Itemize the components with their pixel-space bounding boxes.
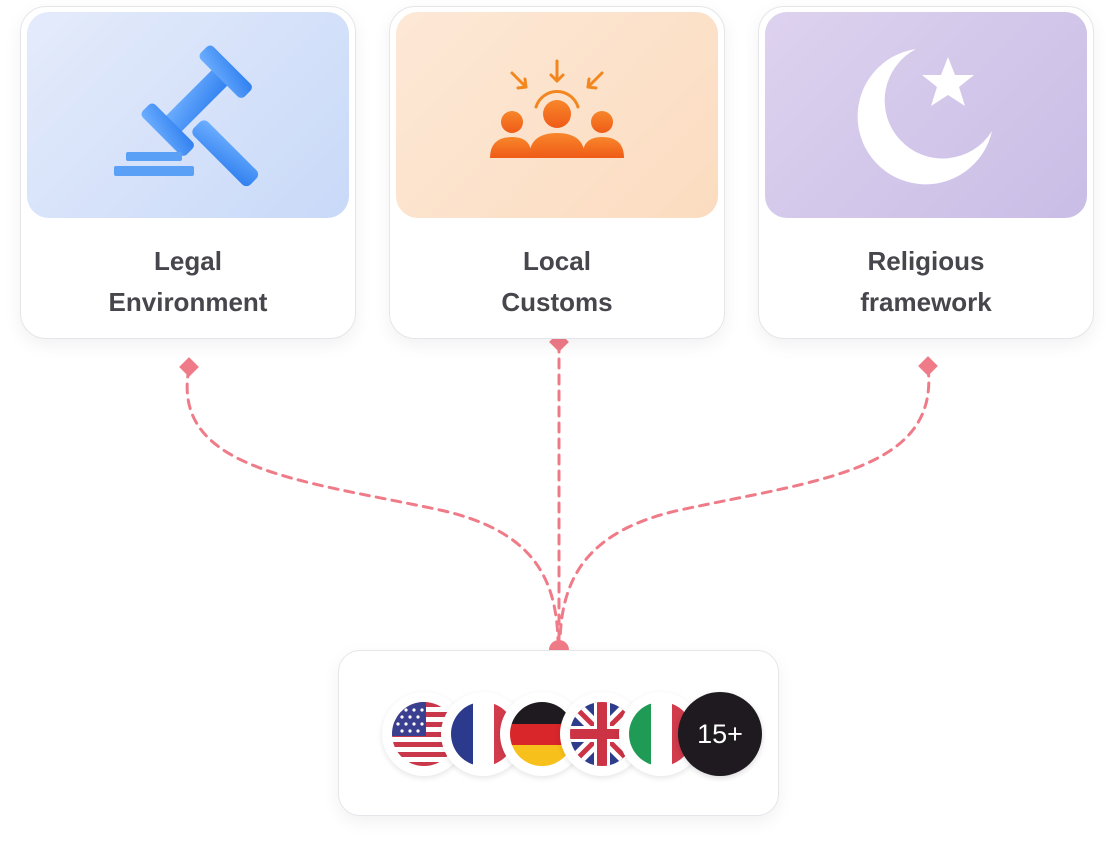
connector-religion [558, 365, 931, 642]
card-label-line2: framework [860, 287, 992, 317]
connector-node-legal [179, 357, 199, 377]
card-label: Local Customs [390, 241, 724, 323]
card-label: Legal Environment [21, 241, 355, 323]
connector-node-religion [918, 356, 938, 376]
card-label-line1: Local [523, 246, 591, 276]
crescent-star-icon [857, 49, 992, 185]
card-local-customs: Local Customs [389, 6, 725, 339]
more-countries-badge: 15+ [678, 692, 762, 776]
customs-art [396, 12, 718, 218]
connector-legal [185, 366, 560, 642]
card-label-line1: Legal [154, 246, 222, 276]
card-label-line1: Religious [867, 246, 985, 276]
gavel-icon [114, 45, 259, 187]
card-legal-environment: Legal Environment [20, 6, 356, 339]
card-label: Religious framework [759, 241, 1093, 323]
people-icon [490, 59, 624, 158]
card-religious-framework: Religious framework [758, 6, 1094, 339]
card-label-line2: Environment [108, 287, 268, 317]
legal-art [27, 12, 349, 218]
card-label-line2: Customs [501, 287, 613, 317]
religion-art [765, 12, 1087, 218]
